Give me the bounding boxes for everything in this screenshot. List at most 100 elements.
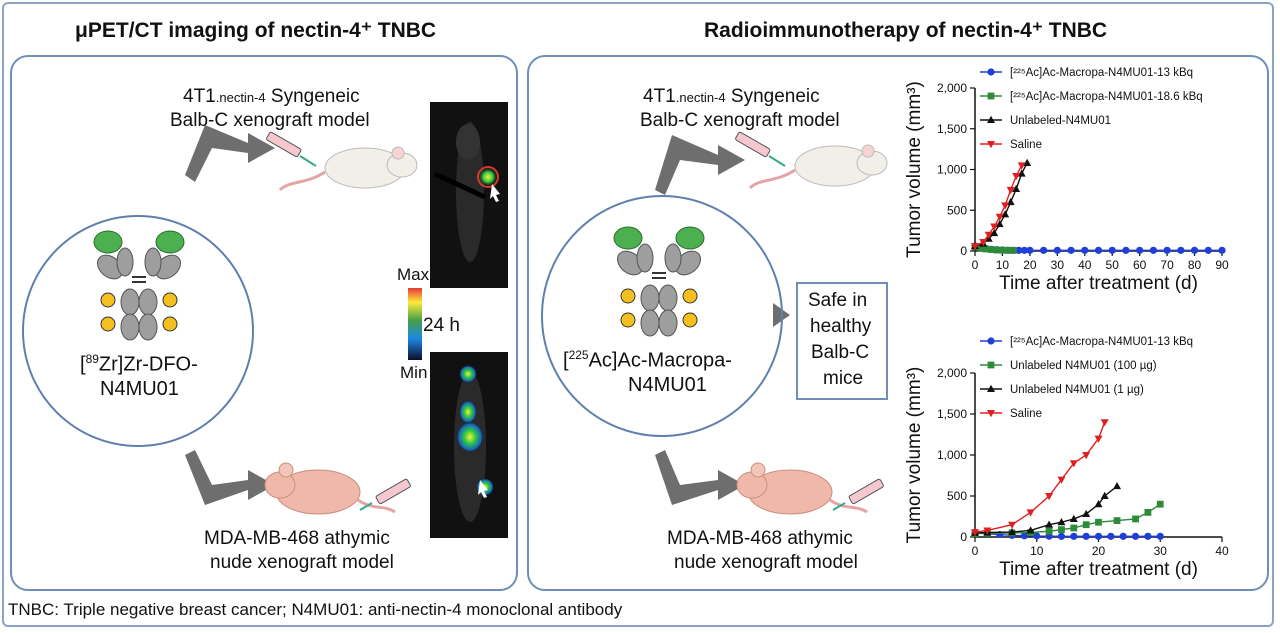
data-point (1001, 202, 1010, 210)
data-point (1045, 520, 1054, 528)
data-point (1100, 491, 1109, 499)
syringe-icon (359, 478, 411, 511)
data-point (1094, 500, 1103, 508)
data-point (1095, 518, 1102, 526)
data-point (1136, 246, 1144, 254)
nude-mouse-icon (736, 462, 868, 515)
data-point (1008, 521, 1017, 529)
data-point (1006, 197, 1015, 206)
series-4 (971, 419, 1109, 537)
data-point (999, 246, 1006, 254)
x-tick-label: 30 (1154, 544, 1168, 558)
data-point (1218, 246, 1226, 254)
legend-swatch-marker (987, 115, 995, 123)
data-point (1045, 493, 1054, 501)
white-mouse-icon (278, 146, 418, 192)
x-tick-label: 70 (1160, 258, 1174, 272)
y-tick-label: 2,000 (937, 366, 967, 380)
data-point (1204, 246, 1212, 254)
data-point (1144, 532, 1152, 540)
y-tick-label: 500 (947, 203, 967, 217)
colorbar (408, 288, 422, 360)
x-tick-label: 90 (1215, 258, 1229, 272)
colorbar-max-label: Max (397, 265, 430, 284)
y-tick-label: 2,000 (937, 81, 967, 95)
data-point (1040, 246, 1048, 254)
data-point (1015, 246, 1023, 254)
data-point (1033, 532, 1041, 540)
data-point (990, 223, 999, 231)
legend-entry: Unlabeled N4MU01 (1 µg) (980, 384, 1144, 396)
data-point (995, 219, 1004, 228)
right-antibody-line1: [225Ac]Ac-Macropa- (563, 348, 732, 372)
right-bottom-model-line2: nude xenograft model (674, 552, 858, 573)
data-point (1094, 435, 1103, 443)
syringe-icon (832, 478, 884, 511)
data-point (1057, 476, 1066, 484)
right-antibody-circle (541, 195, 783, 437)
data-point (1006, 186, 1015, 195)
data-point (1020, 532, 1028, 540)
antibody-icon (93, 230, 185, 341)
nude-mouse-icon (264, 462, 396, 515)
right-panel (527, 55, 1269, 591)
data-point (1020, 246, 1028, 254)
safe-line3: Balb-C (811, 342, 870, 363)
x-tick-label: 40 (1215, 544, 1229, 558)
legend-entry: Saline (980, 408, 1042, 420)
data-point (988, 246, 995, 253)
left-bottom-model-line2: nude xenograft model (210, 552, 394, 573)
data-point (1081, 246, 1089, 254)
data-point (1113, 481, 1122, 490)
legend-swatch-marker (987, 337, 995, 345)
data-point (1026, 509, 1035, 517)
x-tick-label: 40 (1078, 258, 1092, 272)
series-3 (971, 481, 1122, 536)
data-point (1144, 509, 1152, 516)
data-point (995, 213, 1004, 221)
data-point (1094, 246, 1103, 254)
data-point (984, 231, 993, 239)
data-point (1069, 460, 1078, 468)
x-tick-label: 20 (1092, 544, 1106, 558)
white-mouse-icon (748, 144, 888, 190)
data-point (1017, 169, 1026, 177)
data-point (1017, 162, 1026, 170)
legend-swatch-marker (987, 361, 995, 369)
data-point (1026, 246, 1034, 254)
series-line (974, 532, 1161, 538)
legend-entry: [²²⁵Ac]Ac-Macropa-N4MU01-18.6 kBq (980, 91, 1203, 103)
y-axis-label: Tumor volume (mm³) (904, 81, 925, 258)
y-tick-label: 500 (947, 489, 967, 503)
data-point (1082, 532, 1090, 540)
legend-entry: Unlabeled-N4MU01 (980, 115, 1111, 127)
legend-entry: Saline (980, 139, 1042, 151)
y-tick-label: 1,500 (937, 407, 967, 421)
legend-swatch-marker (987, 92, 995, 100)
data-point (1113, 517, 1121, 524)
data-point (979, 239, 988, 247)
x-tick-label: 0 (972, 544, 979, 558)
series-1 (971, 529, 1164, 540)
y-tick-label: 0 (960, 244, 967, 258)
legend-entry: Unlabeled N4MU01 (100 µg) (980, 360, 1157, 372)
data-point (1107, 532, 1115, 540)
data-point (1012, 173, 1021, 181)
legend-label: [²²⁵Ac]Ac-Macropa-N4MU01-13 kBq (1010, 67, 1193, 79)
data-point (1156, 500, 1164, 508)
data-point (1094, 532, 1103, 540)
arrow-down-icon (185, 450, 275, 505)
data-point (1023, 158, 1032, 166)
left-top-model-line2: Balb-C xenograft model (170, 110, 370, 131)
data-point (1045, 527, 1053, 535)
syringe-icon (735, 131, 786, 167)
data-point (1008, 527, 1017, 536)
right-section-title: Radioimmunotherapy of nectin-4⁺ TNBC (704, 19, 1108, 42)
pet-image-4t1 (430, 102, 508, 288)
data-point (1058, 526, 1065, 534)
